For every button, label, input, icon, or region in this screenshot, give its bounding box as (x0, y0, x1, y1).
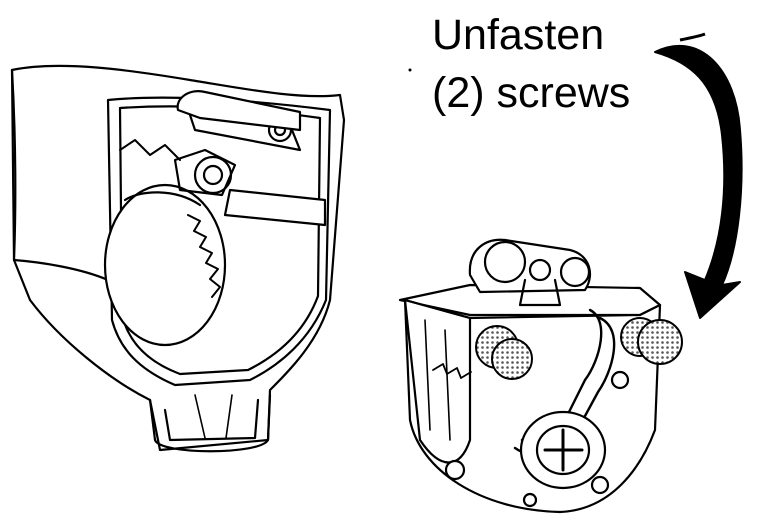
end-cap-housing-icon (10, 64, 346, 453)
screw-icon (620, 317, 683, 365)
screw-icon (475, 325, 533, 380)
instruction-caption: Unfasten (2) screws (432, 6, 630, 122)
instruction-line-2: (2) screws (432, 69, 631, 117)
motor-assembly-icon (398, 238, 662, 514)
stray-mark (408, 68, 412, 72)
curved-arrow-icon (654, 32, 743, 319)
instruction-line-1: Unfasten (432, 11, 605, 59)
